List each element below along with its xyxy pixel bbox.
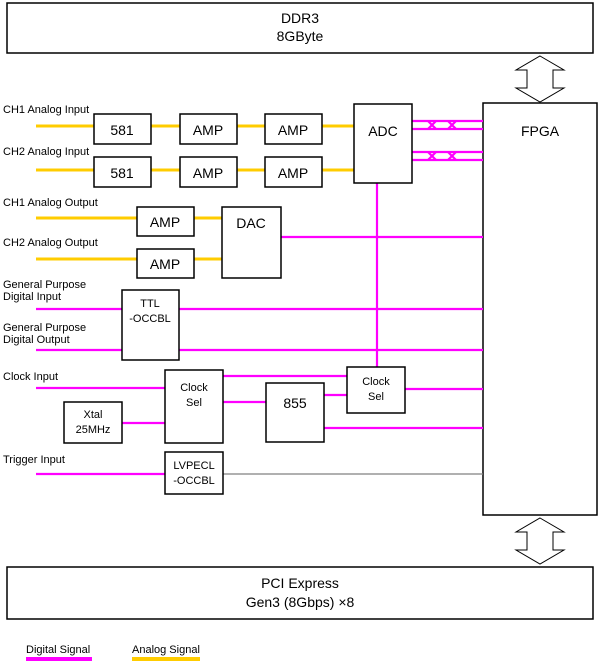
clock-sel-block-1: Clock Sel — [164, 369, 224, 444]
ddr3-fpga-arrow — [514, 55, 566, 103]
ch1-analog-input-label: CH1 Analog Input — [3, 104, 89, 116]
svg-text:DAC: DAC — [236, 215, 266, 231]
amp-ch2-stage2: AMP — [264, 156, 323, 188]
block-581-ch1: 581 — [93, 113, 152, 145]
xtal-block: Xtal 25MHz — [63, 401, 123, 444]
clock-sel-block-2: Clock Sel — [346, 366, 406, 414]
svg-text:ADC: ADC — [368, 123, 398, 139]
adc-fpga-link-2 — [412, 150, 483, 162]
svg-text:Clock: Clock — [180, 382, 208, 394]
svg-text:Clock: Clock — [362, 376, 390, 388]
legend-analog-label: Analog Signal — [132, 644, 200, 656]
svg-text:AMP: AMP — [193, 122, 223, 138]
ch2-analog-input-label: CH2 Analog Input — [3, 146, 89, 158]
ch1-analog-output-label: CH1 Analog Output — [3, 197, 98, 209]
gp-digital-input-label-2: Digital Input — [3, 291, 61, 303]
ddr3-capacity: 8GByte — [277, 28, 324, 44]
svg-text:581: 581 — [110, 122, 134, 138]
amp-ch1-stage1: AMP — [179, 113, 238, 145]
amp-ch2-stage1: AMP — [179, 156, 238, 188]
svg-text:-OCCBL: -OCCBL — [173, 475, 215, 487]
svg-text:Sel: Sel — [368, 391, 384, 403]
amp-ch1-stage2: AMP — [264, 113, 323, 145]
svg-text:TTL: TTL — [140, 298, 160, 310]
svg-text:855: 855 — [283, 395, 307, 411]
amp-ch2-output: AMP — [136, 248, 195, 279]
ttl-occbl-block: TTL -OCCBL — [121, 289, 180, 361]
block-855: 855 — [265, 382, 325, 443]
svg-text:-OCCBL: -OCCBL — [129, 313, 171, 325]
svg-text:AMP: AMP — [193, 165, 223, 181]
fpga-block: FPGA — [482, 102, 598, 516]
svg-text:AMP: AMP — [150, 256, 180, 272]
trigger-input-label: Trigger Input — [3, 454, 65, 466]
pcie-title: PCI Express — [261, 575, 339, 591]
gp-digital-output-label-1: General Purpose — [3, 322, 86, 334]
svg-text:Xtal: Xtal — [84, 409, 103, 421]
svg-text:AMP: AMP — [278, 122, 308, 138]
adc-fpga-link-1 — [412, 119, 483, 131]
svg-text:581: 581 — [110, 165, 134, 181]
svg-text:AMP: AMP — [278, 165, 308, 181]
fpga-pcie-arrow — [514, 517, 566, 565]
svg-text:AMP: AMP — [150, 214, 180, 230]
adc-block: ADC — [353, 103, 413, 184]
legend: Digital Signal Analog Signal — [26, 644, 200, 661]
ddr3-title: DDR3 — [281, 10, 319, 26]
amp-ch1-output: AMP — [136, 206, 195, 237]
svg-text:25MHz: 25MHz — [76, 424, 111, 436]
fpga-label: FPGA — [521, 123, 560, 139]
clock-input-label: Clock Input — [3, 371, 58, 383]
block-581-ch2: 581 — [93, 156, 152, 188]
svg-text:LVPECL: LVPECL — [173, 460, 214, 472]
pcie-block: PCI Express Gen3 (8Gbps) ×8 — [6, 566, 594, 620]
ddr3-block: DDR3 8GByte — [6, 2, 594, 54]
gp-digital-input-label-1: General Purpose — [3, 279, 86, 291]
ch2-analog-output-label: CH2 Analog Output — [3, 237, 98, 249]
legend-digital-label: Digital Signal — [26, 644, 90, 656]
lvpecl-occbl-block: LVPECL -OCCBL — [164, 451, 224, 495]
gp-digital-output-label-2: Digital Output — [3, 334, 70, 346]
pcie-spec: Gen3 (8Gbps) ×8 — [246, 594, 355, 610]
dac-block: DAC — [221, 206, 282, 279]
svg-text:Sel: Sel — [186, 397, 202, 409]
